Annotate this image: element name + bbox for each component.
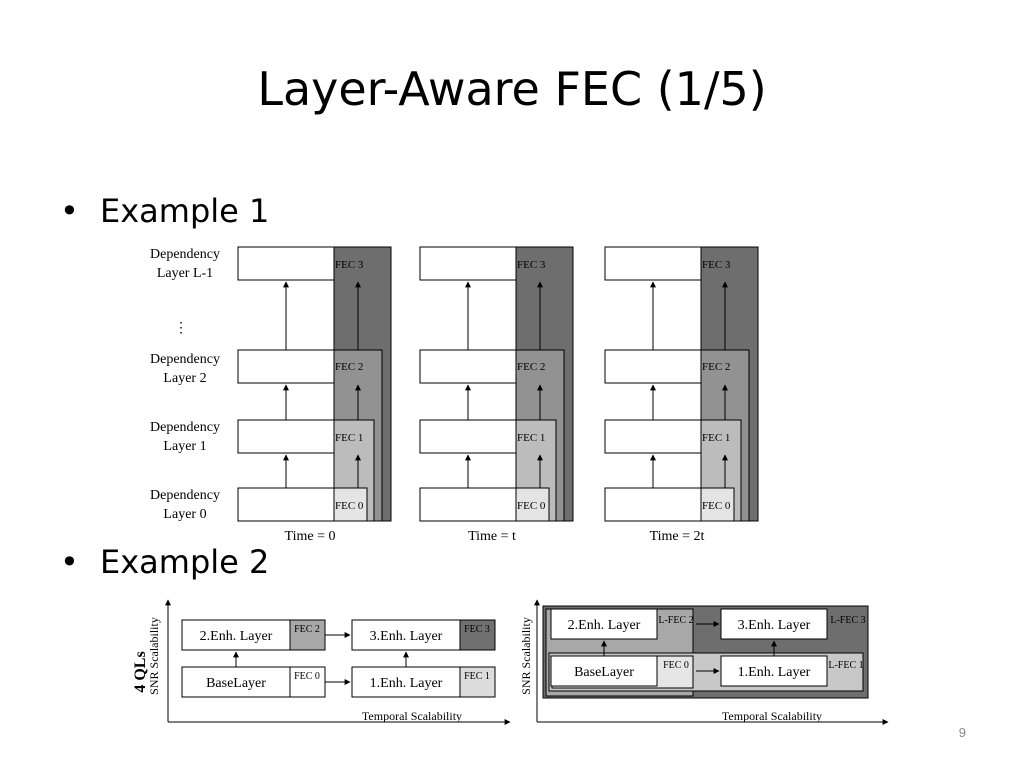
- lfec-label-2: L-FEC 2: [658, 615, 693, 626]
- layer-box-2: [604, 349, 702, 384]
- fec-label-2: FEC 2: [294, 624, 320, 635]
- bullet-example-1: • Example 1: [60, 192, 269, 230]
- fec1-label: FEC 1: [702, 432, 730, 444]
- fec0-region: [700, 487, 735, 522]
- fec2-label: FEC 2: [335, 361, 363, 373]
- page-number: 9: [958, 725, 966, 740]
- dep-label-2-line1: Dependency: [150, 352, 220, 367]
- layer-box-enh2: [550, 608, 658, 640]
- layer-box-0: [604, 487, 702, 522]
- layer-box-0: [237, 487, 335, 522]
- y-axis-label: SNR Scalability: [147, 617, 161, 695]
- dep-label-ellipsis: ⋮: [174, 321, 188, 336]
- layer-box-enh1: [720, 655, 828, 687]
- layer-box-enh1: [351, 666, 461, 698]
- layer-box-1: [237, 419, 335, 454]
- layer-box-1: [419, 419, 517, 454]
- bullet-text: Example 2: [100, 543, 270, 581]
- layer-box-base: [550, 655, 658, 687]
- dep-label-0-line2: Layer 0: [163, 507, 206, 522]
- fec3-label: FEC 3: [335, 259, 364, 271]
- layer-box-2: [419, 349, 517, 384]
- layer-box-2: [237, 349, 335, 384]
- layer-box-enh3: [720, 608, 828, 640]
- layer-box-l1: [237, 246, 335, 281]
- layer-label-enh1: 1.Enh. Layer: [738, 665, 811, 680]
- side-label: 4 QLs: [132, 651, 149, 692]
- lfec-label-1: L-FEC 1: [828, 660, 863, 671]
- dep-label-1-line2: Layer 1: [163, 439, 206, 454]
- layer-label-enh2: 2.Enh. Layer: [568, 618, 641, 633]
- fec-label-0: FEC 0: [294, 671, 320, 682]
- time-group-2t: FEC 3 FEC 2 FEC 1 FEC 0 Time = 2t: [604, 246, 759, 544]
- fec0-label: FEC 0: [702, 500, 731, 512]
- fec0-region: [515, 487, 550, 522]
- fec1-label: FEC 1: [335, 432, 363, 444]
- layer-box-l1: [604, 246, 702, 281]
- slide-title: Layer-Aware FEC (1/5): [257, 62, 767, 116]
- dep-label-l1-line1: Dependency: [150, 247, 220, 262]
- layer-box-enh2: [181, 619, 291, 651]
- example2-left-diagram: SNR Scalability 4 QLs Temporal Scalabili…: [132, 599, 511, 725]
- fec-box-2: [289, 619, 326, 651]
- layer-label-base: BaseLayer: [574, 665, 634, 680]
- layer-box-1: [604, 419, 702, 454]
- fec-label-0: FEC 0: [663, 660, 689, 671]
- example2-right-diagram: SNR Scalability Temporal Scalability 2.E…: [519, 599, 889, 725]
- y-axis-label: SNR Scalability: [519, 617, 533, 695]
- bullet-dot: •: [60, 192, 79, 230]
- layer-label-base: BaseLayer: [206, 676, 266, 691]
- fec0-region: [333, 487, 368, 522]
- x-axis-label: Temporal Scalability: [362, 709, 462, 723]
- layer-label-enh1: 1.Enh. Layer: [370, 676, 443, 691]
- dep-label-1-line1: Dependency: [150, 420, 220, 435]
- time-group-0: FEC 3 FEC 2 FEC 1 FEC 0 Time = 0: [237, 246, 392, 544]
- layer-label-enh3: 3.Enh. Layer: [370, 629, 443, 644]
- layer-box-0: [419, 487, 517, 522]
- dep-label-0-line1: Dependency: [150, 488, 220, 503]
- bullet-text: Example 1: [100, 192, 270, 230]
- fec2-label: FEC 2: [702, 361, 730, 373]
- fec-box-1: [459, 666, 496, 698]
- example1-diagram: Dependency Layer L-1 ⋮ Dependency Layer …: [150, 246, 759, 544]
- dep-label-l1-line2: Layer L-1: [157, 266, 213, 281]
- fec0-label: FEC 0: [517, 500, 546, 512]
- time-label: Time = t: [468, 529, 516, 544]
- fec0-label: FEC 0: [335, 500, 364, 512]
- fec-label-1: FEC 1: [464, 671, 490, 682]
- fec-box-3: [459, 619, 496, 651]
- fec2-label: FEC 2: [517, 361, 545, 373]
- bullet-example-2: • Example 2: [60, 543, 269, 581]
- dep-label-2-line2: Layer 2: [163, 371, 206, 386]
- time-label: Time = 0: [285, 529, 336, 544]
- fec1-label: FEC 1: [517, 432, 545, 444]
- layer-box-l1: [419, 246, 517, 281]
- x-axis-label: Temporal Scalability: [722, 709, 822, 723]
- layer-box-base: [181, 666, 291, 698]
- fec3-label: FEC 3: [702, 259, 731, 271]
- fec-label-3: FEC 3: [464, 624, 490, 635]
- layer-label-enh3: 3.Enh. Layer: [738, 618, 811, 633]
- layer-label-enh2: 2.Enh. Layer: [200, 629, 273, 644]
- lfec-label-3: L-FEC 3: [830, 615, 865, 626]
- fec3-label: FEC 3: [517, 259, 546, 271]
- layer-box-enh3: [351, 619, 461, 651]
- time-label: Time = 2t: [650, 529, 705, 544]
- time-group-t: FEC 3 FEC 2 FEC 1 FEC 0 Time = t: [419, 246, 574, 544]
- bullet-dot: •: [60, 543, 79, 581]
